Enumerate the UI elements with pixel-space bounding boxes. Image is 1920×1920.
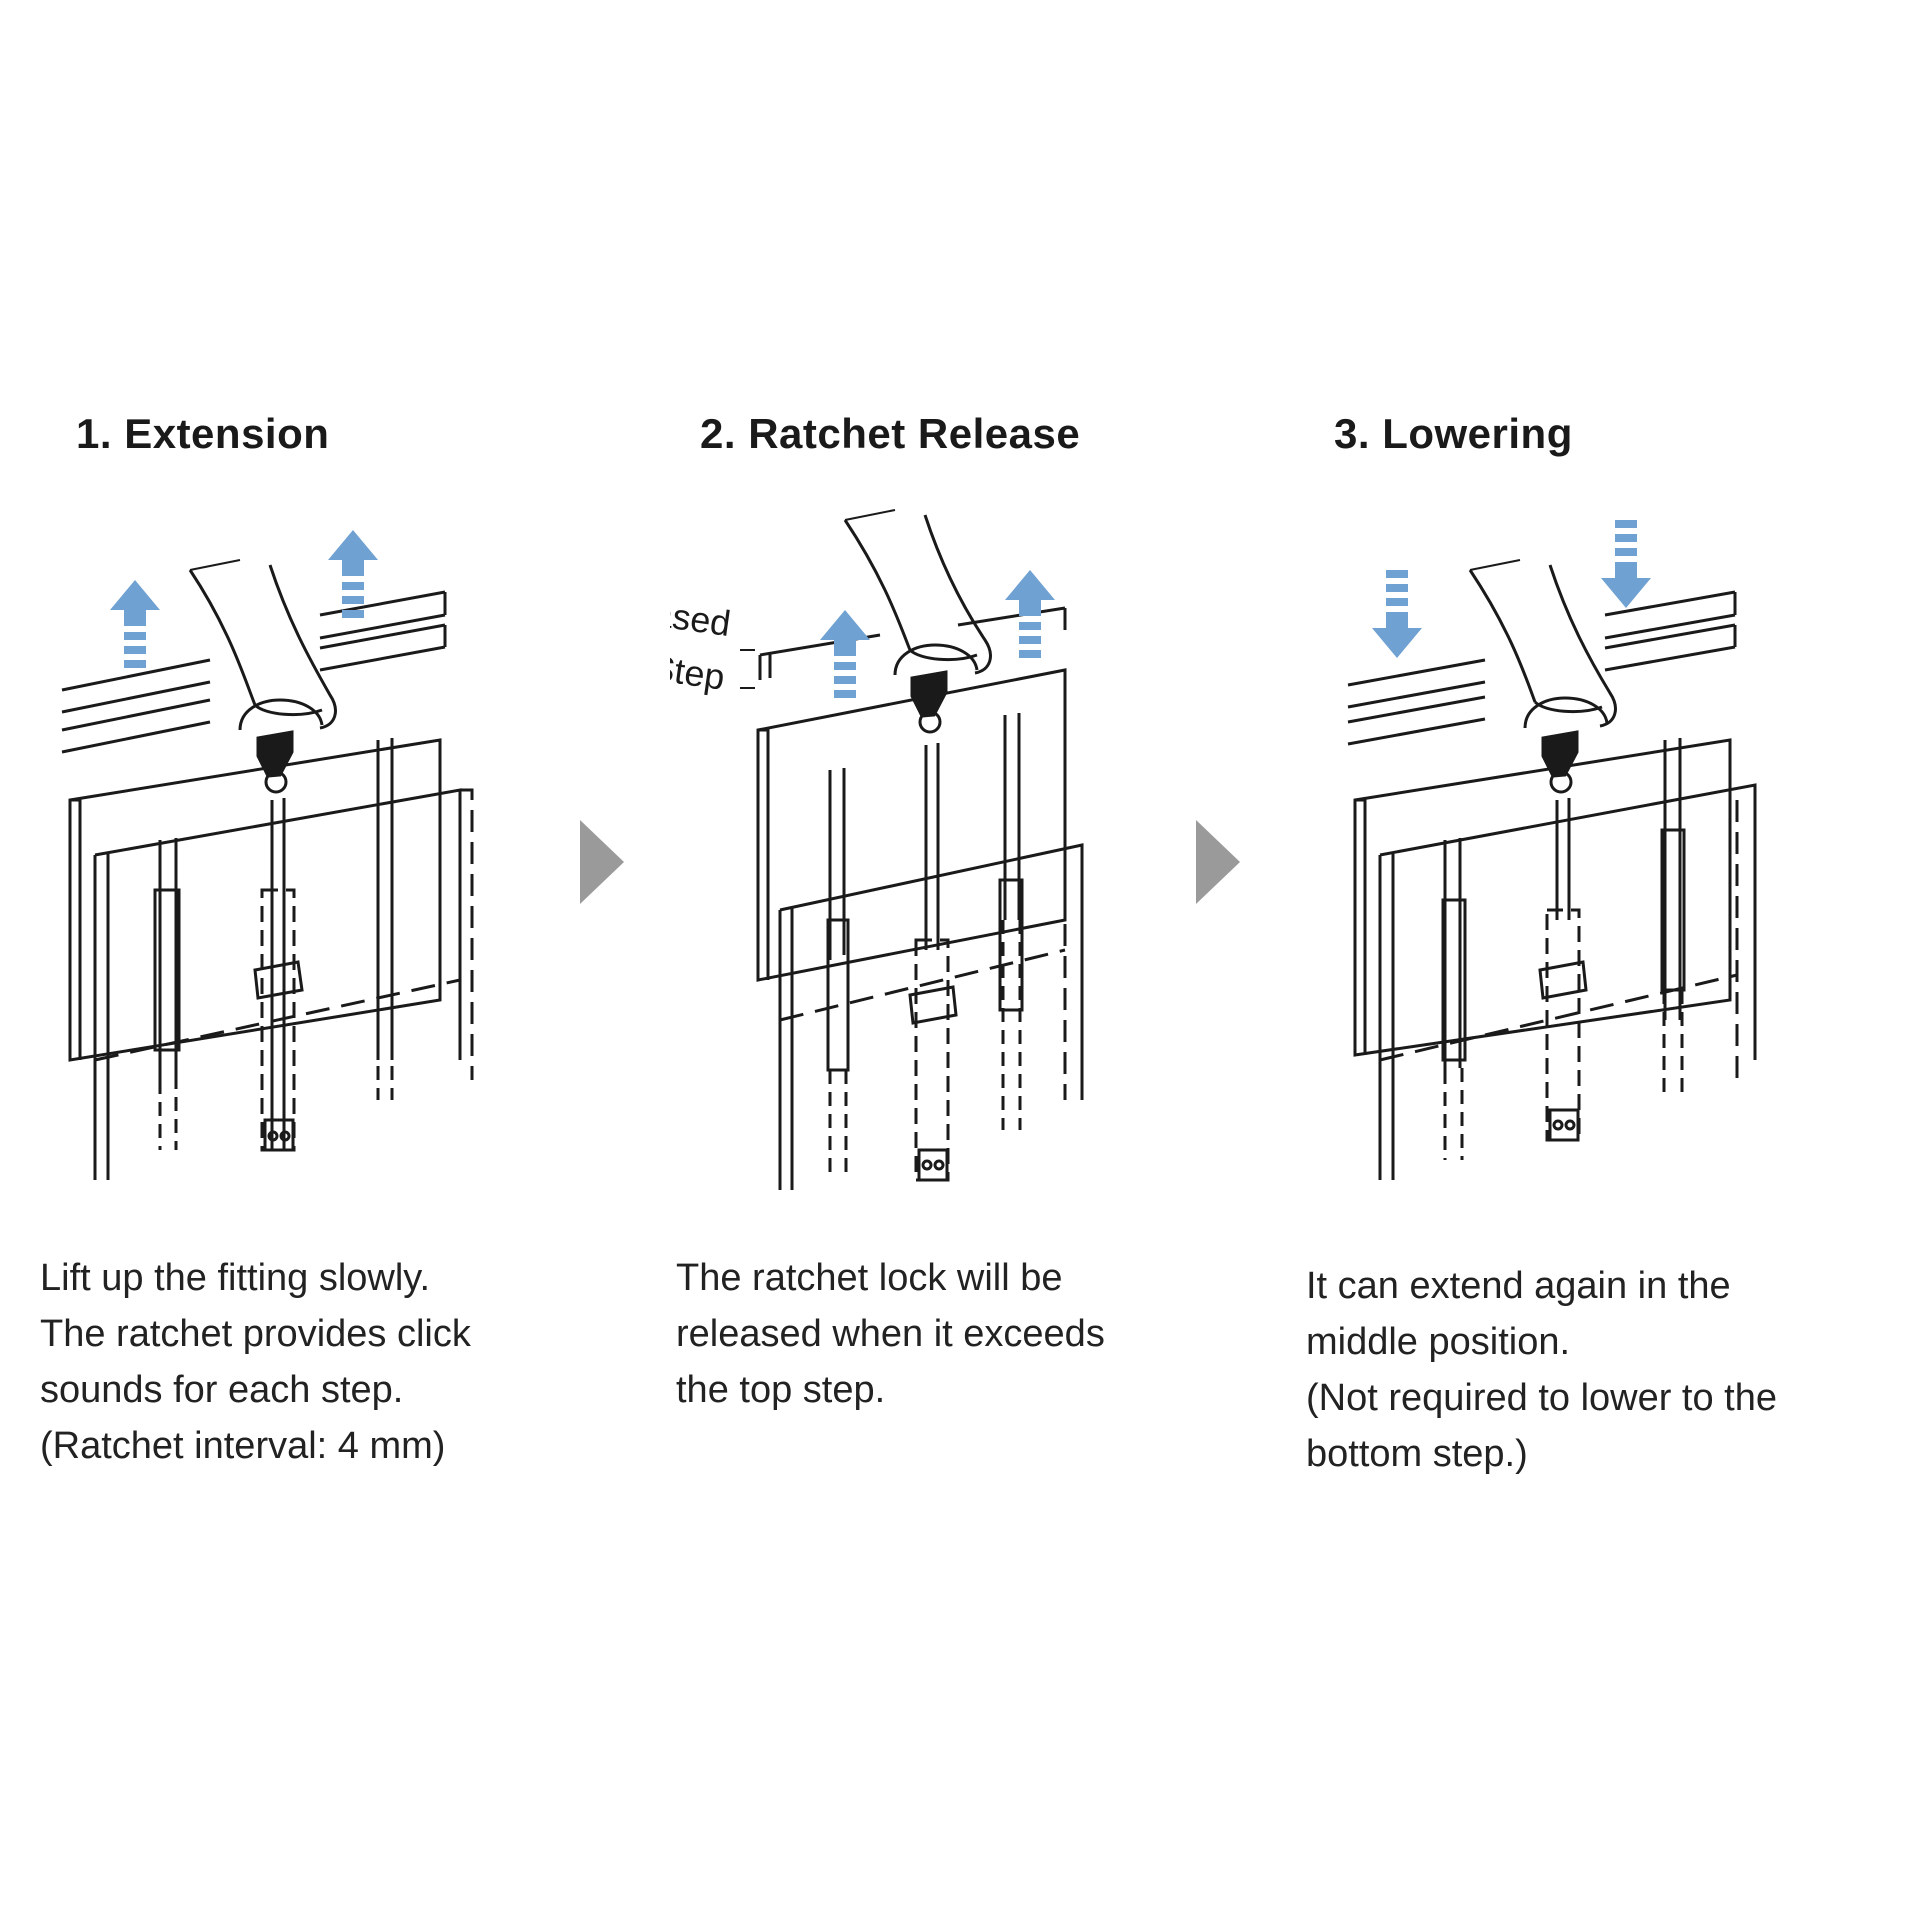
step-ratchet-release: 2. Ratchet Release Released Top Step — [670, 400, 1230, 1500]
up-arrow-icon — [1005, 570, 1055, 658]
extension-drawing — [61, 530, 474, 1180]
next-step-arrow-icon — [1196, 820, 1240, 904]
callout-top-step: Top Step — [670, 637, 727, 697]
caption-line: middle position. — [1306, 1321, 1571, 1363]
caption-line: the top step. — [676, 1369, 886, 1411]
caption-line: (Not required to lower to the — [1306, 1377, 1778, 1419]
step-caption: The ratchet lock will be released when i… — [676, 1250, 1236, 1418]
step-title: 3. Lowering — [1334, 410, 1573, 457]
step-extension: 1. Extension — [40, 400, 600, 1500]
step-caption: It can extend again in the middle positi… — [1306, 1258, 1866, 1482]
up-arrow-icon — [820, 610, 870, 698]
caption-line: sounds for each step. — [40, 1369, 404, 1411]
lowering-drawing — [1347, 520, 1757, 1180]
callout-released: Released — [670, 582, 733, 644]
caption-line: The ratchet provides click — [40, 1313, 471, 1355]
caption-line: Lift up the fitting slowly. — [40, 1257, 431, 1299]
down-arrow-icon — [1601, 520, 1651, 608]
step-caption: Lift up the fitting slowly. The ratchet … — [40, 1250, 600, 1474]
caption-line: released when it exceeds — [676, 1313, 1105, 1355]
up-arrow-icon — [328, 530, 378, 618]
down-arrow-icon — [1372, 570, 1422, 658]
step-lowering: 3. Lowering — [1300, 400, 1860, 1500]
caption-line: bottom step.) — [1306, 1433, 1528, 1475]
caption-line: It can extend again in the — [1306, 1265, 1731, 1307]
step-title: 1. Extension — [76, 410, 330, 457]
lowering-illustration — [1300, 500, 1820, 1200]
step-title: 2. Ratchet Release — [700, 410, 1081, 457]
extension-illustration — [40, 500, 560, 1200]
caption-line: The ratchet lock will be — [676, 1257, 1063, 1299]
ratchet-release-drawing: Released Top Step — [670, 509, 1084, 1190]
ratchet-release-illustration: Released Top Step — [670, 500, 1190, 1200]
next-step-arrow-icon — [580, 820, 624, 904]
up-arrow-icon — [110, 580, 160, 668]
caption-line: (Ratchet interval: 4 mm) — [40, 1425, 446, 1467]
